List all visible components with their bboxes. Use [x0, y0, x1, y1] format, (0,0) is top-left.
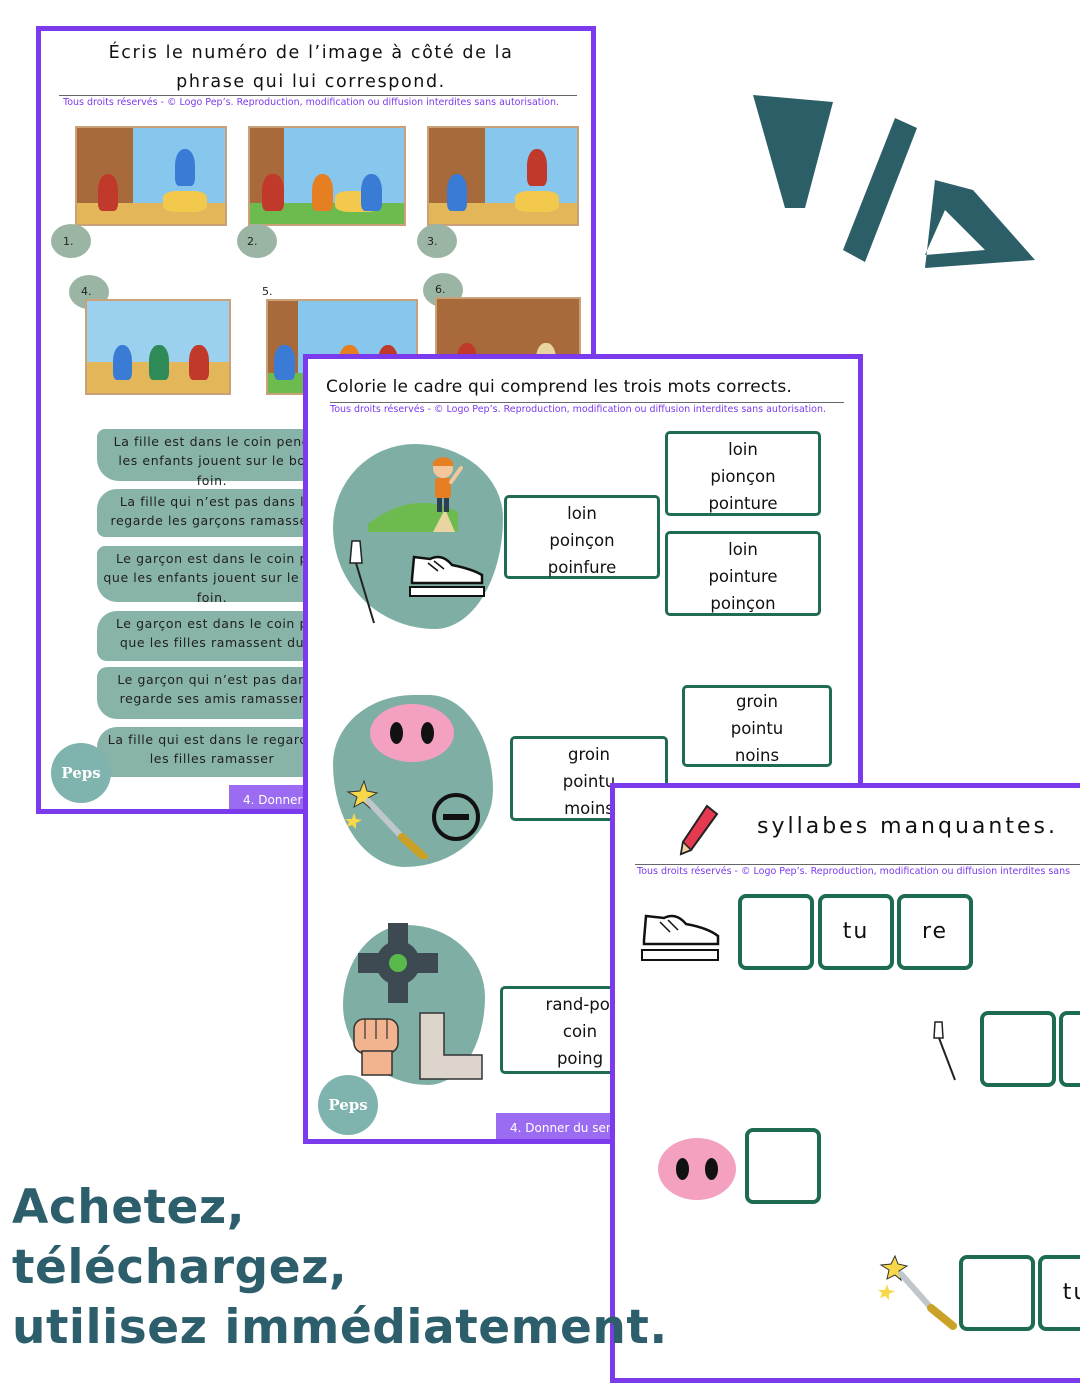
answer-word: rand-poi	[545, 995, 615, 1014]
copyright-notice: Tous droits réservés - © Logo Pep’s. Rep…	[330, 404, 827, 415]
worksheet-footer: 4. Donner	[229, 785, 317, 809]
answer-word: groin	[735, 692, 779, 711]
syllable-box[interactable]: tu	[1038, 1255, 1080, 1331]
syllable-box[interactable]: tu	[818, 894, 894, 970]
answer-word: loin	[728, 540, 758, 559]
syllable-box[interactable]	[980, 1011, 1056, 1087]
picture-number: 5.	[262, 285, 273, 298]
answer-word: noins	[734, 746, 780, 765]
worksheet-1: Écris le numéro de l’image à côté de la …	[36, 26, 596, 814]
scene-picture-3	[427, 126, 579, 226]
shoe-ruler-icon	[409, 555, 485, 597]
number-badge	[417, 224, 457, 258]
corner-shape-icon	[419, 1012, 483, 1080]
roundabout-icon	[358, 923, 438, 1003]
scene-picture-2	[248, 126, 406, 226]
answer-word: pointure	[708, 494, 778, 513]
answer-word: pointu	[730, 719, 784, 738]
answer-word: loin	[728, 440, 758, 459]
answer-word: pointu	[562, 772, 616, 791]
answer-frame[interactable]: groin pointu noins	[682, 685, 832, 767]
boy-waving-icon	[368, 457, 463, 532]
answer-word: pointure	[708, 567, 778, 586]
minus-circle-icon	[432, 793, 480, 841]
shoe-ruler-icon	[641, 914, 720, 961]
sentence-strip: Le garçon qui n’est pas dan regarde ses …	[97, 667, 327, 719]
title-rule	[635, 864, 1080, 865]
fist-icon	[353, 1018, 399, 1076]
answer-word: pionçon	[710, 467, 776, 486]
title-rule	[59, 95, 577, 96]
copyright-notice: Tous droits réservés - © Logo Pep’s. Rep…	[637, 866, 1071, 877]
syllable-box[interactable]: ç	[1059, 1011, 1080, 1087]
magic-knife-icon	[345, 779, 428, 859]
answer-frame[interactable]: loin pionçon pointure	[665, 431, 821, 516]
tagline-line: utilisez immédiatement.	[12, 1300, 668, 1355]
sentence-strip: La fille qui est dans le regarde les fil…	[97, 727, 327, 777]
pig-snout-icon	[370, 704, 454, 762]
worksheet-3: syllabes manquantes. Tous droits réservé…	[610, 783, 1080, 1383]
title-rule	[330, 402, 844, 403]
tagline-line: Achetez,	[12, 1180, 246, 1235]
picture-number: 2.	[247, 235, 258, 248]
worksheet-3-title: syllabes manquantes.	[757, 814, 1058, 839]
number-badge	[237, 224, 277, 258]
syllable-box[interactable]	[959, 1255, 1035, 1331]
magic-knife-icon	[878, 1254, 957, 1330]
picture-number: 1.	[63, 235, 74, 248]
answer-word: poing	[556, 1049, 604, 1068]
worksheet-footer: 4. Donner du sen	[496, 1113, 628, 1139]
sentence-strip: La fille est dans le coin pend les enfan…	[97, 429, 327, 488]
answer-word: coin	[562, 1022, 598, 1041]
number-badge	[51, 224, 91, 258]
worksheet-1-title: Écris le numéro de l’image à côté de la …	[108, 43, 514, 92]
scene-picture-1	[75, 126, 227, 226]
picture-number: 6.	[435, 283, 446, 296]
syllable-box[interactable]	[738, 894, 814, 970]
scene-picture-4	[85, 299, 231, 395]
answer-frame[interactable]: loin poinçon poinfure	[504, 495, 660, 579]
awl-tool-icon	[933, 1021, 956, 1081]
worksheet-2-title: Colorie le cadre qui comprend les trois …	[326, 377, 793, 397]
answer-word: groin	[567, 745, 611, 764]
answer-word: poinçon	[710, 594, 776, 613]
pig-snout-icon	[658, 1138, 736, 1200]
sentence-strip: Le garçon est dans le coin p que les enf…	[97, 546, 327, 605]
worksheet-2: Colorie le cadre qui comprend les trois …	[303, 354, 863, 1144]
syllable-box[interactable]: re	[897, 894, 973, 970]
peps-logo: Peps	[51, 743, 111, 803]
tagline-line: téléchargez,	[12, 1240, 348, 1295]
tagline: Achetez, téléchargez, utilisez immédiate…	[12, 1178, 668, 1358]
decorative-accent-marks	[753, 95, 1035, 268]
answer-word: poinçon	[549, 531, 615, 550]
illustration-blob	[333, 444, 503, 629]
peps-logo: Peps	[318, 1075, 378, 1135]
answer-word: moins	[564, 799, 614, 818]
picture-number: 3.	[427, 235, 438, 248]
pencil-icon	[679, 804, 719, 856]
syllable-box[interactable]	[745, 1128, 821, 1204]
picture-number: 4.	[81, 285, 92, 298]
sentence-strip: Le garçon est dans le coin p que les fil…	[97, 611, 327, 661]
answer-word: loin	[567, 504, 597, 523]
answer-frame[interactable]: loin pointure poinçon	[665, 531, 821, 616]
awl-tool-icon	[349, 540, 375, 624]
answer-word: poinfure	[547, 558, 617, 577]
copyright-notice: Tous droits réservés - © Logo Pep’s. Rep…	[63, 97, 560, 108]
sentence-strip: La fille qui n’est pas dans l regarde le…	[97, 489, 327, 537]
